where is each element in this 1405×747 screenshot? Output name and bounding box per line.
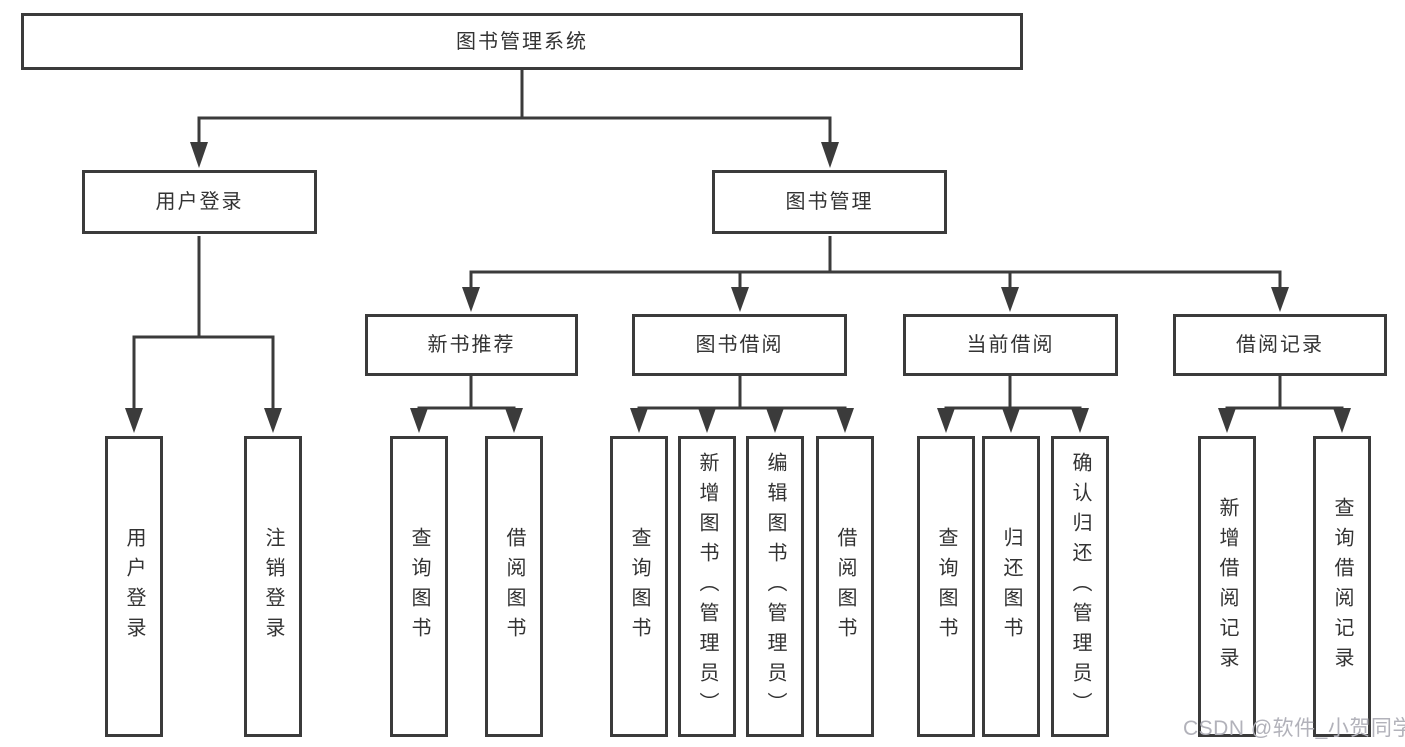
leaf-records-query-record: 查询借阅记录: [1313, 436, 1371, 737]
leaf-user-login: 用户登录: [105, 436, 163, 737]
leaf-newbook-borrow-books: 借阅图书: [485, 436, 543, 737]
leaf-borrow-add-books-admin-label: 新增图书（管理员）: [696, 451, 718, 722]
node-book-management: 图书管理: [712, 170, 947, 234]
node-user-login-label: 用户登录: [155, 191, 244, 213]
leaf-records-add-record-label: 新增借阅记录: [1216, 496, 1238, 677]
leaf-borrow-query-books-label: 查询图书: [628, 526, 650, 647]
leaf-borrow-edit-books-admin: 编辑图书（管理员）: [746, 436, 804, 737]
leaf-borrow-add-books-admin: 新增图书（管理员）: [678, 436, 736, 737]
leaf-current-query-books: 查询图书: [917, 436, 975, 737]
leaf-current-confirm-return-admin-label: 确认归还（管理员）: [1069, 451, 1091, 722]
leaf-current-confirm-return-admin: 确认归还（管理员）: [1051, 436, 1109, 737]
node-new-book-recommend-label: 新书推荐: [427, 334, 516, 356]
leaf-borrow-borrow-books-label: 借阅图书: [834, 526, 856, 647]
leaf-current-query-books-label: 查询图书: [935, 526, 957, 647]
leaf-borrow-edit-books-admin-label: 编辑图书（管理员）: [764, 451, 786, 722]
node-current-borrow: 当前借阅: [903, 314, 1118, 376]
csdn-watermark: CSDN @软件_小贺同学: [1183, 717, 1405, 740]
tree-edges: [132, 70, 1344, 410]
node-book-management-label: 图书管理: [785, 191, 874, 213]
node-book-borrow-label: 图书借阅: [695, 334, 784, 356]
leaf-records-add-record: 新增借阅记录: [1198, 436, 1256, 737]
leaf-newbook-query-books-label: 查询图书: [408, 526, 430, 647]
node-current-borrow-label: 当前借阅: [966, 334, 1055, 356]
leaf-logout-label: 注销登录: [262, 526, 284, 647]
leaf-current-return-books: 归还图书: [982, 436, 1040, 737]
node-book-borrow: 图书借阅: [632, 314, 847, 376]
arrowheads: [125, 142, 1351, 433]
node-new-book-recommend: 新书推荐: [365, 314, 578, 376]
leaf-current-return-books-label: 归还图书: [1000, 526, 1022, 647]
leaf-newbook-query-books: 查询图书: [390, 436, 448, 737]
node-user-login: 用户登录: [82, 170, 317, 234]
leaf-borrow-borrow-books: 借阅图书: [816, 436, 874, 737]
node-borrow-records: 借阅记录: [1173, 314, 1387, 376]
leaf-logout: 注销登录: [244, 436, 302, 737]
leaf-borrow-query-books: 查询图书: [610, 436, 668, 737]
leaf-records-query-record-label: 查询借阅记录: [1331, 496, 1353, 677]
node-borrow-records-label: 借阅记录: [1236, 334, 1324, 356]
leaf-newbook-borrow-books-label: 借阅图书: [503, 526, 525, 647]
node-root-label: 图书管理系统: [456, 30, 588, 53]
node-root: 图书管理系统: [21, 13, 1023, 70]
leaf-user-login-label: 用户登录: [123, 526, 145, 647]
